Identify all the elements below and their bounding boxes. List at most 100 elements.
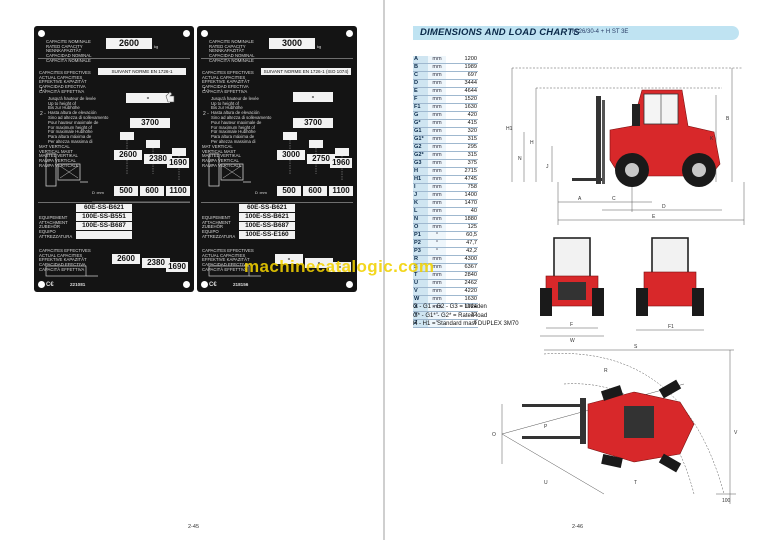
- dimension-unit: mm: [428, 151, 446, 160]
- divider: [201, 202, 353, 203]
- dim-label-u: U: [544, 480, 548, 486]
- mounting-hole: [38, 30, 45, 37]
- dimension-key: B: [413, 63, 428, 72]
- dimension-row: P2°47,7: [413, 239, 478, 248]
- dimension-key: P1: [413, 231, 428, 240]
- dimension-unit: mm: [428, 263, 446, 272]
- plate-serial: 221081: [70, 282, 86, 287]
- dim-label-e: E: [652, 214, 656, 220]
- dimension-value: 1630: [446, 103, 478, 112]
- dim-label-h1: H1: [506, 126, 513, 132]
- dimension-value: 1470: [446, 199, 478, 208]
- dimension-key: J: [413, 191, 428, 200]
- dimension-key: O: [413, 223, 428, 232]
- dimension-value: 315: [446, 135, 478, 144]
- dim-label-k: K: [710, 136, 714, 142]
- dimension-unit: mm: [428, 119, 446, 128]
- dimension-value: 758: [446, 183, 478, 192]
- dimension-value: 1400: [446, 191, 478, 200]
- dim-label-n: N: [518, 156, 522, 162]
- dimension-value: 4300: [446, 255, 478, 264]
- dimension-value: 375: [446, 159, 478, 168]
- page-gutter: [383, 0, 385, 540]
- dimension-value: 42,2: [446, 247, 478, 256]
- note-rated-load: G* - G1* - G2* = Rated load: [413, 312, 488, 319]
- side-view-drawing: H1 H N J K B A C D E: [506, 67, 745, 225]
- dimension-key: Y: [413, 311, 428, 320]
- section-title: DIMENSIONS AND LOAD CHARTS: [420, 27, 580, 38]
- attachment-code-2: 100E-SS-B551: [76, 213, 132, 221]
- model-subtitle: M 26/30-4 + H ST 3E: [572, 29, 629, 35]
- dimension-key: I: [413, 183, 428, 192]
- dimension-key: F: [413, 95, 428, 104]
- dimension-key: S: [413, 263, 428, 272]
- dimension-key: G: [413, 111, 428, 120]
- dimension-value: 6: [446, 319, 478, 328]
- dimension-unit: mm: [428, 95, 446, 104]
- distance-label: D :mm: [255, 190, 267, 195]
- mounting-hole: [201, 30, 208, 37]
- dimension-unit: mm: [428, 135, 446, 144]
- dimension-value: 4644: [446, 87, 478, 96]
- load-value-1: 3000: [277, 150, 305, 160]
- dimension-key: G1*: [413, 135, 428, 144]
- load-value-3: 1960: [330, 158, 352, 168]
- dim-label-100: 100: [722, 498, 731, 504]
- forklift-pictogram-icon: [45, 153, 88, 187]
- step-2-number: 2 -: [203, 111, 209, 117]
- mounting-hole: [201, 281, 208, 288]
- dimension-unit: mm: [428, 71, 446, 80]
- dimension-key: P3: [413, 247, 428, 256]
- dim-label-w: W: [570, 338, 575, 344]
- dim-label-f: F: [570, 322, 573, 328]
- dim-label-p: P: [544, 424, 548, 430]
- dim-label-v: V: [734, 430, 738, 436]
- attachment-pictogram-icon: [208, 265, 261, 277]
- dimension-unit: °: [428, 311, 446, 320]
- dimension-key: T: [413, 271, 428, 280]
- dim-label-c: C: [612, 196, 616, 202]
- dimension-value: 60,5: [446, 231, 478, 240]
- dim-label-o: O: [492, 432, 496, 438]
- dim-label-r: R: [604, 368, 608, 374]
- dimension-value: 1880: [446, 215, 478, 224]
- dimension-value: 295: [446, 143, 478, 152]
- dimension-unit: °: [428, 319, 446, 328]
- hand-pointer-icon: [165, 91, 175, 103]
- dimension-key: G*: [413, 119, 428, 128]
- dimension-unit: mm: [428, 287, 446, 296]
- rated-capacity-value: 2600: [106, 38, 152, 49]
- mounting-hole: [346, 281, 353, 288]
- dimension-key: G3: [413, 159, 428, 168]
- dim-label-d: D: [662, 204, 666, 210]
- dimension-key: Z: [413, 319, 428, 328]
- attachment-code-3: 100E-SS-B687: [239, 222, 295, 230]
- watermark-text: machinecatalogic.com: [244, 257, 435, 276]
- dimension-unit: mm: [428, 279, 446, 288]
- dimension-unit: mm: [428, 103, 446, 112]
- mounting-hole: [183, 30, 190, 37]
- legend-notes: G - G1 - G2 - G3 = Unladen G* - G1* - G2…: [413, 303, 519, 329]
- dim-label-t: T: [634, 480, 637, 486]
